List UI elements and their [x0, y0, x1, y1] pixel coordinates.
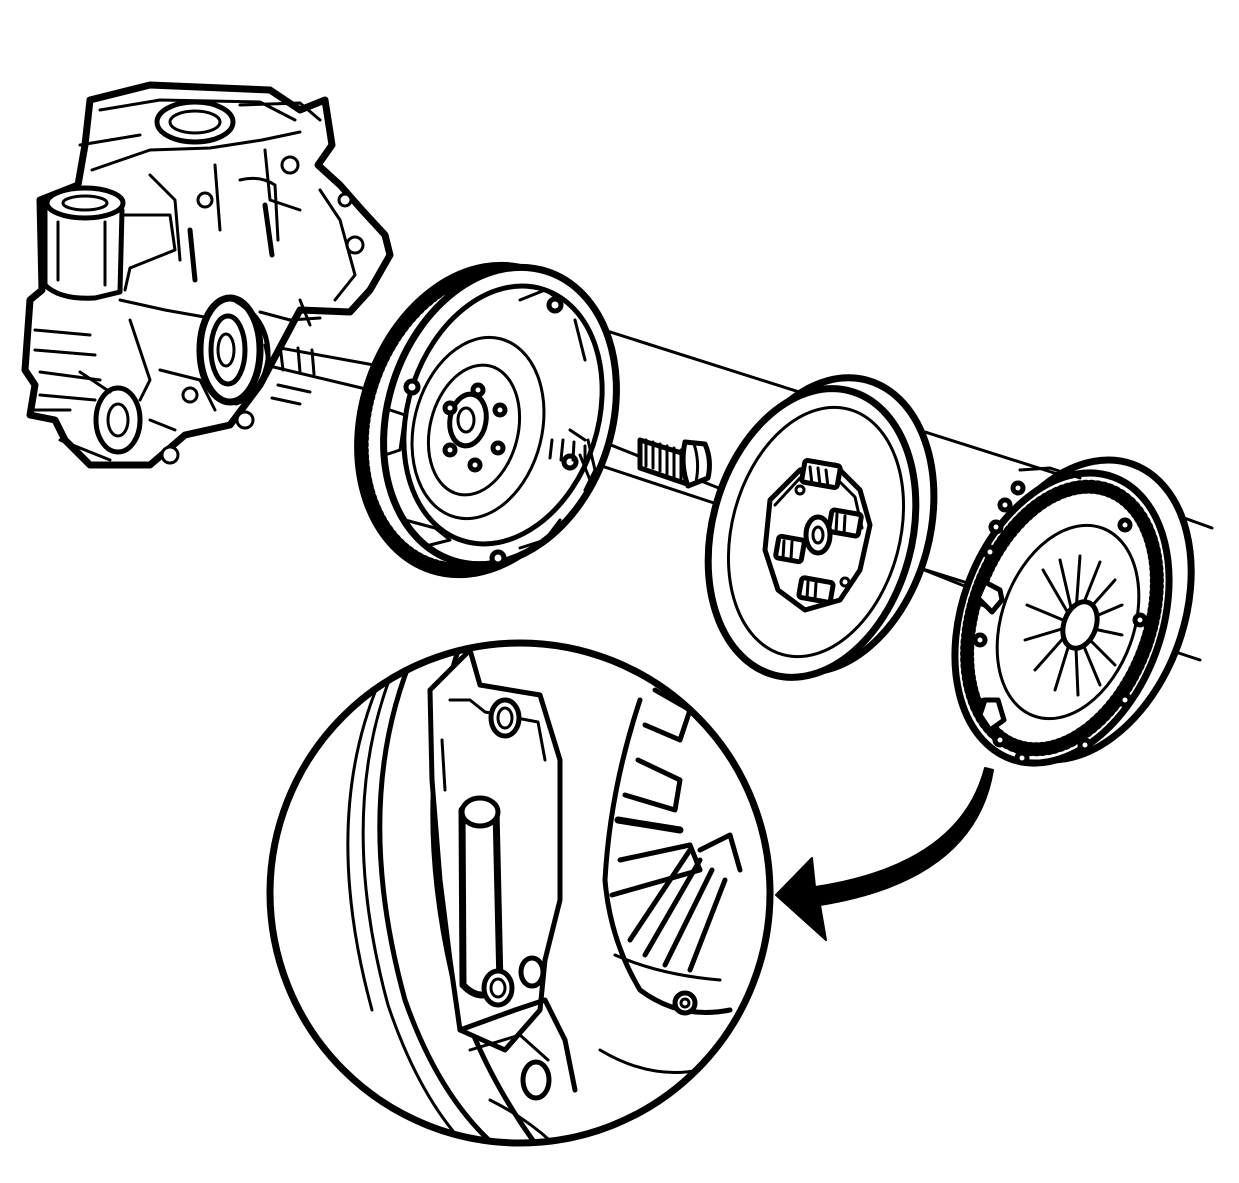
engine-block — [25, 85, 390, 465]
bolt-icon — [640, 440, 709, 486]
detail-magnifier — [270, 643, 770, 1150]
curved-arrow-icon — [776, 768, 993, 940]
magnifier-callout-icon — [270, 643, 770, 1150]
engine-block-icon — [25, 85, 390, 465]
flywheel — [319, 233, 654, 606]
flywheel-icon — [319, 233, 654, 606]
callout-arrow — [776, 768, 993, 940]
pressure-plate-icon — [917, 429, 1231, 793]
flywheel-bolt — [640, 440, 709, 486]
clutch-disc-icon — [677, 354, 965, 701]
clutch-disc — [677, 354, 965, 701]
pressure-plate — [917, 429, 1231, 793]
